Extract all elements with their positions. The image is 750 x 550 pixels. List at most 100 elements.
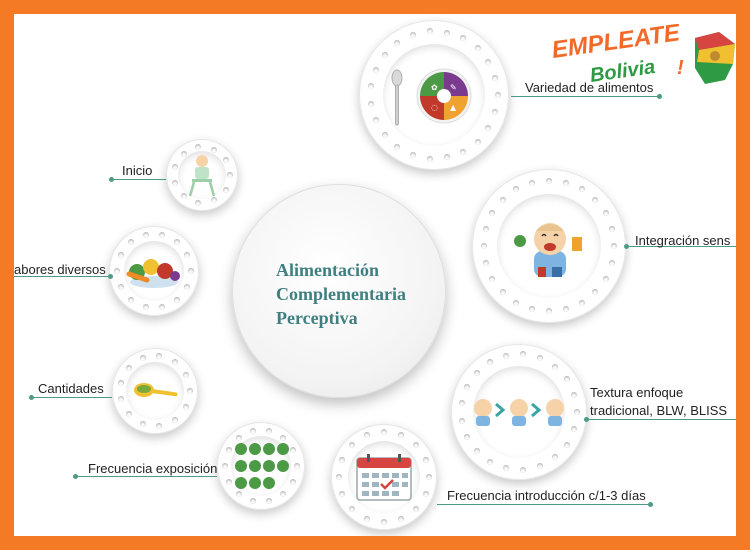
plate-rim-dimple: [609, 226, 616, 233]
plate-rim-dimple: [125, 364, 132, 371]
plate-rim-dimple: [537, 462, 544, 469]
plate-rim-dimple: [280, 491, 287, 498]
plate-rim-dimple: [156, 422, 163, 429]
plate-rim-dimple: [398, 515, 405, 522]
plate-rim-dimple: [125, 411, 132, 418]
plate-rim-dimple: [412, 505, 419, 512]
label-frecuencia-introduccion: Frecuencia introducción c/1-3 días: [447, 488, 646, 503]
label-textura-line1: Textura enfoque: [590, 385, 684, 400]
plate-rim-dimple: [602, 210, 609, 217]
connector-variedad: [511, 93, 662, 99]
baby-progression-icon: [474, 399, 564, 426]
connector-inicio: [109, 176, 166, 182]
plate-rim-dimple: [118, 379, 125, 386]
plate-rim-dimple: [249, 498, 256, 505]
plate-rim-dimple: [336, 474, 342, 480]
plate-rim-dimple: [546, 308, 552, 315]
connector-integracion: [624, 243, 736, 249]
center-title-line2: Complementaria: [276, 284, 406, 304]
plate-rim-dimple: [513, 186, 520, 193]
plate-rim-dimple: [184, 251, 191, 258]
logo-mark: !: [677, 57, 684, 79]
plate-rim-dimple: [367, 100, 374, 107]
connector-textura: [584, 416, 736, 422]
plate-rim-dimple: [409, 31, 416, 38]
plate-rim-dimple: [492, 74, 499, 81]
baby-eating-icon: [514, 223, 582, 277]
plate-rim-dimple: [480, 243, 487, 249]
plate-rim-dimple: [426, 28, 433, 35]
plate-rim-dimple: [529, 179, 536, 186]
plate-rim-dimple: [463, 434, 470, 441]
plate-rim-dimple: [487, 459, 494, 466]
plate-rim-dimple: [546, 177, 552, 184]
plate-rim-dimple: [210, 197, 217, 204]
plate-rim-dimple: [372, 117, 379, 124]
plate-rim-dimple: [563, 441, 570, 448]
plate-rim-dimple: [180, 150, 187, 157]
plate-rim-dimple: [180, 193, 187, 200]
plate-rim-dimple: [487, 358, 494, 365]
plate-rim-dimple: [222, 187, 229, 194]
plate-rim-dimple: [485, 125, 492, 132]
center-title-line3: Perceptiva: [276, 308, 358, 328]
connector-cantidades: [29, 394, 112, 400]
plate-rim-dimple: [482, 259, 489, 266]
plate-frecuencia-exposicion: [217, 422, 305, 510]
plate-rim-dimple: [171, 359, 178, 366]
plate-cantidades: [112, 348, 198, 434]
label-variedad: Variedad de alimentos: [525, 80, 654, 95]
plate-rim-dimple: [537, 355, 544, 362]
plate-rim-dimple: [473, 448, 480, 455]
plate-rim-dimple: [394, 39, 401, 46]
plate-rim-dimple: [227, 172, 233, 178]
connector-sabores: [14, 273, 113, 279]
label-sabores: abores diversos: [14, 262, 106, 277]
plate-rim-dimple: [562, 306, 569, 313]
plate-rim-dimple: [372, 66, 379, 73]
label-cantidades: Cantidades: [38, 381, 104, 396]
plate-textura: [451, 344, 587, 480]
connector-frecuencia-exposicion: [73, 473, 217, 479]
plate-rim-dimple: [349, 442, 356, 449]
label-textura-line2: tradicional, BLW, BLISS: [590, 403, 728, 418]
plate-rim-dimple: [339, 456, 346, 463]
plate-rim-dimple: [159, 304, 166, 311]
plate-rim-dimple: [222, 463, 228, 469]
plate-rim-dimple: [381, 519, 387, 525]
plate-rim-dimple: [571, 391, 578, 398]
plate-rim-dimple: [422, 491, 429, 498]
label-integracion: Integración sens: [635, 233, 731, 248]
plate-rim-dimple: [294, 463, 300, 469]
plate-rim-dimple: [499, 289, 506, 296]
plate-rim-dimple: [460, 148, 467, 155]
plate-rim-dimple: [489, 210, 496, 217]
plate-rim-dimple: [422, 456, 429, 463]
plate-rim-dimple: [142, 231, 149, 238]
plate-rim-dimple: [172, 179, 179, 186]
plate-rim-dimple: [117, 251, 124, 258]
plate-rim-dimple: [235, 434, 242, 441]
plate-rim-dimple: [562, 179, 569, 186]
plate-rim-dimple: [503, 352, 510, 359]
plate-sabores: [109, 226, 199, 316]
plate-rim-dimple: [142, 304, 149, 311]
plate-rim-dimple: [182, 404, 189, 411]
plate-rim-dimple: [485, 58, 492, 65]
plate-inicio: [166, 139, 238, 211]
food-group-plate-icon: ✿ ✎ ◌ ▲: [391, 68, 472, 126]
plate-rim-dimple: [460, 35, 467, 42]
plate-rim-dimple: [474, 138, 481, 145]
plate-rim-dimple: [571, 426, 578, 433]
plate-rim-dimple: [339, 491, 346, 498]
spoon-icon: [134, 383, 178, 397]
high-chair-baby-icon: [188, 155, 216, 197]
plate-rim-dimple: [458, 417, 465, 424]
plate-rim-dimple: [171, 416, 178, 423]
plate-rim-dimple: [188, 268, 194, 274]
plate-rim-dimple: [592, 196, 599, 203]
svg-text:✎: ✎: [450, 83, 457, 92]
plate-rim-dimple: [482, 226, 489, 233]
plate-rim-dimple: [463, 383, 470, 390]
plate-rim-dimple: [609, 259, 616, 266]
